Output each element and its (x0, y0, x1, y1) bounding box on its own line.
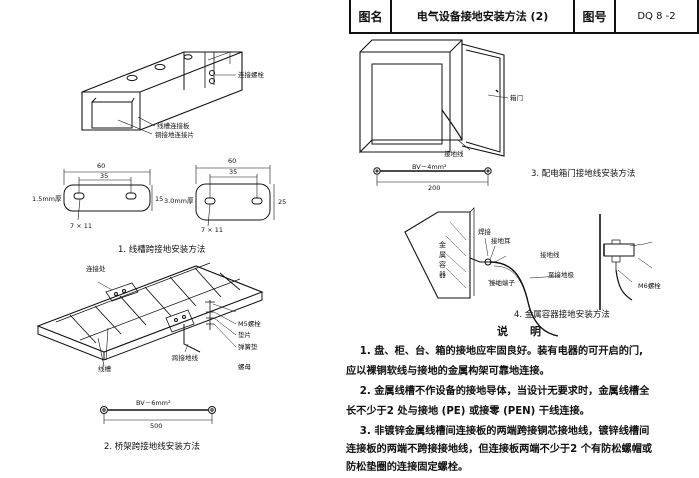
note-line: 连接板的两端不跨接接地线，但连接板两端不少于2 个有防松螺帽或 (346, 444, 653, 455)
wire-4mm-length: 200 (428, 184, 441, 192)
hole-2: 7 × 11 (201, 226, 223, 234)
label-m6: M6螺栓 (638, 282, 661, 290)
note-line: 1. 盘、柜、台、箱的接地应牢固良好。装有电器的可开启的门, (346, 346, 643, 357)
thickness-2: 3.0mm厚 (164, 197, 194, 205)
dim-35-a: 35 (100, 172, 109, 180)
container-drawing (404, 207, 653, 337)
label-spring: 弹簧垫 (238, 343, 258, 351)
label-weld: 焊接 (478, 228, 491, 236)
wire-6mm-label: BV－6mm² (136, 399, 171, 407)
note-line: 3. 非镀锌金属线槽间连接板的两端跨接铜芯接地线，镀锌线槽间 (346, 426, 650, 437)
label-joint: 连接处 (86, 265, 106, 273)
dim-60-a: 60 (97, 162, 106, 170)
wire-4mm-drawing (373, 167, 492, 186)
label-jumper: 跨接地线 (172, 354, 198, 362)
label-ground-wire-4: 接地线 (540, 251, 560, 259)
plate-1-drawing (63, 169, 153, 221)
wire-6mm-length: 500 (150, 422, 163, 430)
label-door: 箱门 (510, 94, 523, 102)
drawing-title: 电气设备接地安装方法 (2) (392, 0, 575, 32)
caption-fig2: 2. 桥架跨接地线安装方法 (104, 442, 200, 452)
label-bolt: 连接螺栓 (238, 71, 264, 79)
label-ear: 接地耳 (491, 237, 511, 245)
note-line: 2. 金属线槽不作设备的接地导体，当设计无要求时，金属线槽全 (346, 386, 650, 397)
tuming-label: 图名 (351, 0, 392, 32)
label-trough: 线槽 (98, 365, 111, 373)
notes-heading: 说 明 (497, 325, 541, 338)
label-m5: M5螺栓 (238, 320, 261, 328)
tuhao-label: 图号 (575, 0, 616, 32)
dim-60-b: 60 (228, 157, 237, 165)
note-line: 防松垫圈的连接固定螺栓。 (346, 462, 469, 473)
label-nut: 螺母 (238, 363, 251, 371)
caption-fig4: 4. 金属容器接地安装方法 (514, 310, 610, 320)
plate-2-drawing (195, 165, 275, 227)
wire-6mm-drawing (100, 406, 216, 424)
cabinet-drawing (359, 39, 509, 157)
dim-25: 25 (278, 198, 287, 206)
note-line: 长不少于2 处与接地 (PE) 或接零 (PEN) 干线连接。 (346, 406, 590, 417)
caption-fig1: 1. 线槽跨接地安装方法 (118, 245, 206, 255)
dim-15: 15 (155, 195, 164, 203)
caption-fig3: 3. 配电箱门接地线安装方法 (531, 169, 636, 179)
thickness-1: 1.5mm厚 (32, 195, 62, 203)
ladder-tray-drawing (36, 262, 264, 367)
label-copper: 铜接地连接片 (155, 131, 194, 139)
note-line: 应以裸铜软线与接地的金属构架可靠地连接。 (346, 366, 550, 377)
label-terminal: 接地端子 (489, 279, 515, 287)
label-pad: 垫片 (238, 331, 251, 339)
wire-4mm-label: BV－4mm² (412, 163, 447, 171)
title-block: 图名 电气设备接地安装方法 (2) 图号 DQ 8 -2 (349, 0, 699, 34)
label-plate: 线槽连接板 (157, 122, 190, 130)
drawing-code: DQ 8 -2 (637, 10, 676, 22)
label-ground-wire: 接地线 (444, 150, 464, 158)
label-to-electrode: 至接地极 (548, 271, 574, 279)
drawing-canvas (36, 39, 653, 424)
label-metal-container: 金属容器 (439, 241, 446, 279)
trough-isometric (81, 51, 243, 135)
hole-1: 7 × 11 (70, 222, 92, 230)
dim-35-b: 35 (229, 168, 238, 176)
